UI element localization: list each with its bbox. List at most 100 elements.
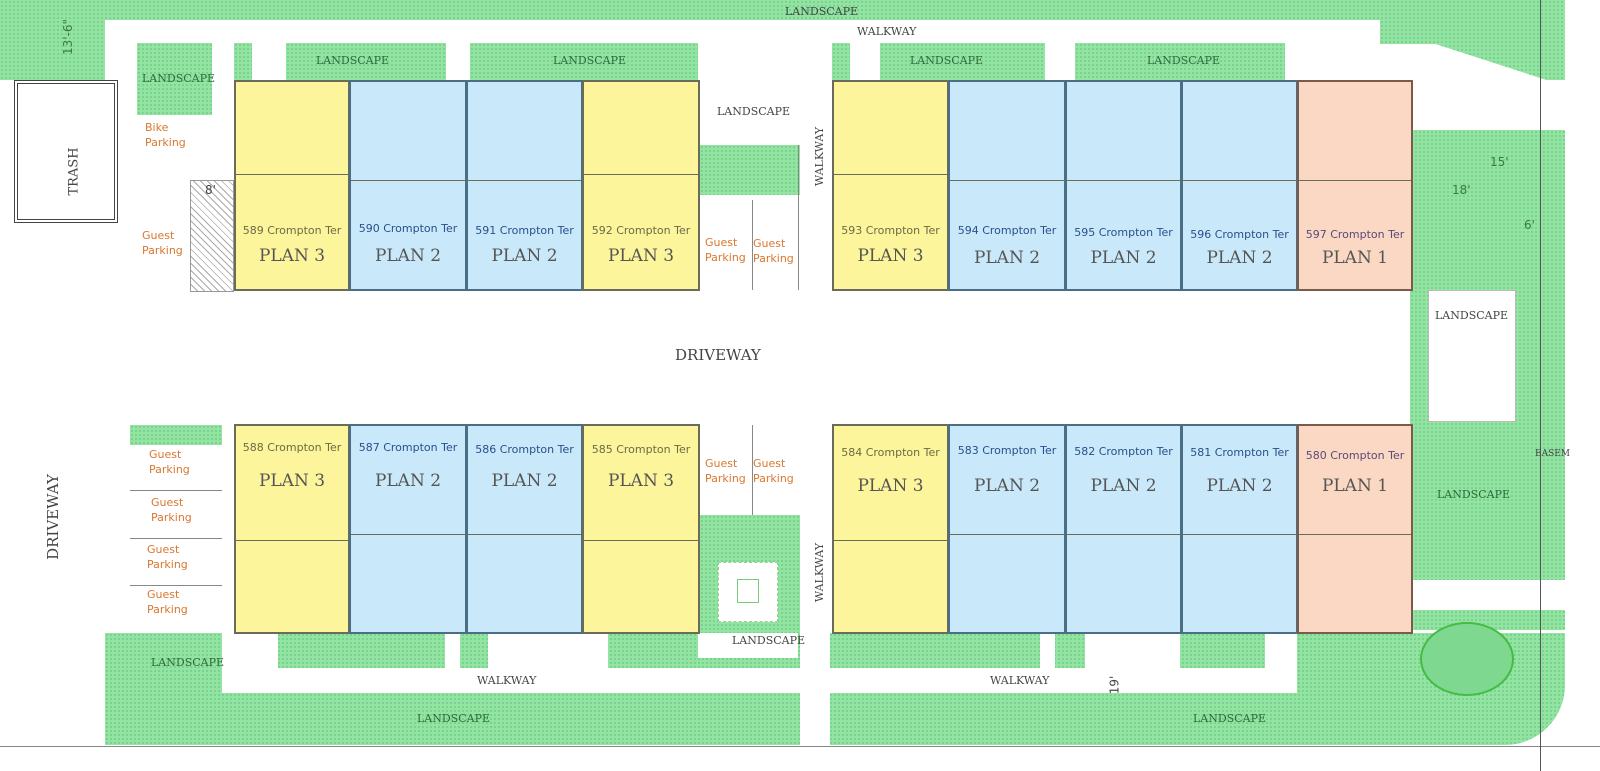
unit-address: 595 Crompton Ter bbox=[1074, 226, 1173, 239]
landscape-label: LANDSCAPE bbox=[717, 105, 791, 118]
landscape-area bbox=[1380, 20, 1565, 80]
landscape-area bbox=[234, 43, 252, 80]
unit-plan: PLAN 2 bbox=[491, 471, 558, 491]
landscape-area bbox=[1075, 43, 1285, 80]
unit-address: 584 Crompton Ter bbox=[841, 446, 940, 459]
landscape-label: LANDSCAPE bbox=[553, 54, 627, 67]
unit-address: 580 Crompton Ter bbox=[1305, 449, 1405, 462]
guest-parking-label: Guest Parking bbox=[142, 229, 183, 257]
unit-plan: PLAN 3 bbox=[857, 246, 924, 266]
guest-parking-label: Guest Parking bbox=[149, 448, 190, 476]
unit-plan: PLAN 1 bbox=[1321, 476, 1389, 496]
landscape-label: LANDSCAPE bbox=[151, 656, 225, 669]
dimension-label: 15' bbox=[1490, 155, 1509, 169]
trash-label: TRASH bbox=[66, 147, 82, 196]
walkway-bottom bbox=[250, 668, 1290, 693]
landscape-label: LANDSCAPE bbox=[417, 712, 491, 725]
unit-address: 594 Crompton Ter bbox=[957, 224, 1057, 237]
unit-plan: PLAN 2 bbox=[491, 246, 558, 266]
bike-parking-label: Bike Parking bbox=[145, 121, 186, 149]
landscape-label: LANDSCAPE bbox=[142, 72, 216, 85]
guest-parking-label: Guest Parking bbox=[705, 236, 746, 264]
trash-enclosure: TRASH bbox=[14, 80, 118, 223]
planter-box bbox=[718, 562, 778, 622]
dimension-label: 19' bbox=[1107, 675, 1122, 695]
unit-address: 592 Crompton Ter bbox=[591, 224, 691, 237]
landscape-label: LANDSCAPE bbox=[1147, 54, 1221, 67]
landscape-area bbox=[137, 43, 212, 115]
landscape-label: LANDSCAPE bbox=[785, 5, 859, 18]
landscape-label: LANDSCAPE bbox=[1193, 712, 1267, 725]
unit-plan: PLAN 2 bbox=[1090, 248, 1157, 268]
unit-plan: PLAN 3 bbox=[857, 476, 924, 496]
unit-address: 589 Crompton Ter bbox=[242, 224, 342, 237]
unit-address: 588 Crompton Ter bbox=[242, 441, 342, 454]
guest-parking-label: Guest Parking bbox=[705, 457, 746, 485]
walkway bbox=[1410, 580, 1565, 610]
landscape-area bbox=[130, 425, 222, 445]
landscape-label: LANDSCAPE bbox=[1435, 309, 1509, 322]
landscape-label: LANDSCAPE bbox=[732, 634, 806, 647]
guest-parking-label: Guest Parking bbox=[147, 543, 188, 571]
driveway-label: DRIVEWAY bbox=[43, 474, 62, 560]
unit-plan: PLAN 3 bbox=[258, 246, 326, 266]
landscape-area-top bbox=[0, 0, 1565, 20]
unit-address: 581 Crompton Ter bbox=[1190, 446, 1289, 459]
guest-parking-label: Guest Parking bbox=[753, 457, 794, 485]
walkway-aisle bbox=[800, 633, 830, 745]
dimension-label: 13'-6" bbox=[61, 18, 76, 56]
landscape-area bbox=[700, 145, 800, 195]
unit-plan: PLAN 2 bbox=[374, 471, 442, 491]
walkway bbox=[1265, 633, 1297, 693]
unit-plan: PLAN 1 bbox=[1321, 248, 1389, 268]
unit-plan: PLAN 3 bbox=[607, 471, 675, 491]
guest-parking-label: Guest Parking bbox=[753, 237, 794, 265]
walkway bbox=[222, 633, 250, 693]
landscape-label: LANDSCAPE bbox=[910, 54, 984, 67]
walkway-label: WALKWAY bbox=[477, 674, 537, 687]
walkway-label: WALKWAY bbox=[857, 25, 917, 38]
dimension-label: 8' bbox=[205, 183, 216, 197]
walkway-label: WALKWAY bbox=[813, 126, 827, 187]
landscape-area bbox=[286, 43, 446, 80]
unit-address: 590 Crompton Ter bbox=[358, 222, 458, 235]
unit-plan: PLAN 3 bbox=[258, 471, 326, 491]
unit-address: 591 Crompton Ter bbox=[475, 224, 574, 237]
landscape-area bbox=[832, 43, 850, 80]
walkway-label: WALKWAY bbox=[990, 674, 1050, 687]
landscape-area bbox=[680, 43, 698, 80]
unit-plan: PLAN 2 bbox=[374, 246, 442, 266]
landscape-label: LANDSCAPE bbox=[1437, 488, 1511, 501]
landscape-label: LANDSCAPE bbox=[316, 54, 390, 67]
landscape-area bbox=[470, 43, 680, 80]
unit-plan: PLAN 2 bbox=[1206, 476, 1273, 496]
unit-plan: PLAN 2 bbox=[973, 476, 1041, 496]
unit-address: 596 Crompton Ter bbox=[1190, 228, 1289, 241]
unit-address: 597 Crompton Ter bbox=[1305, 228, 1405, 241]
tree-icon bbox=[737, 579, 759, 603]
walkway-label: WALKWAY bbox=[813, 542, 827, 603]
dimension-label: 18' bbox=[1452, 183, 1471, 197]
guest-parking-label: Guest Parking bbox=[147, 588, 188, 616]
unit-address: 587 Crompton Ter bbox=[358, 441, 458, 454]
easement-circle bbox=[1420, 622, 1514, 696]
unit-plan: PLAN 2 bbox=[1090, 476, 1157, 496]
